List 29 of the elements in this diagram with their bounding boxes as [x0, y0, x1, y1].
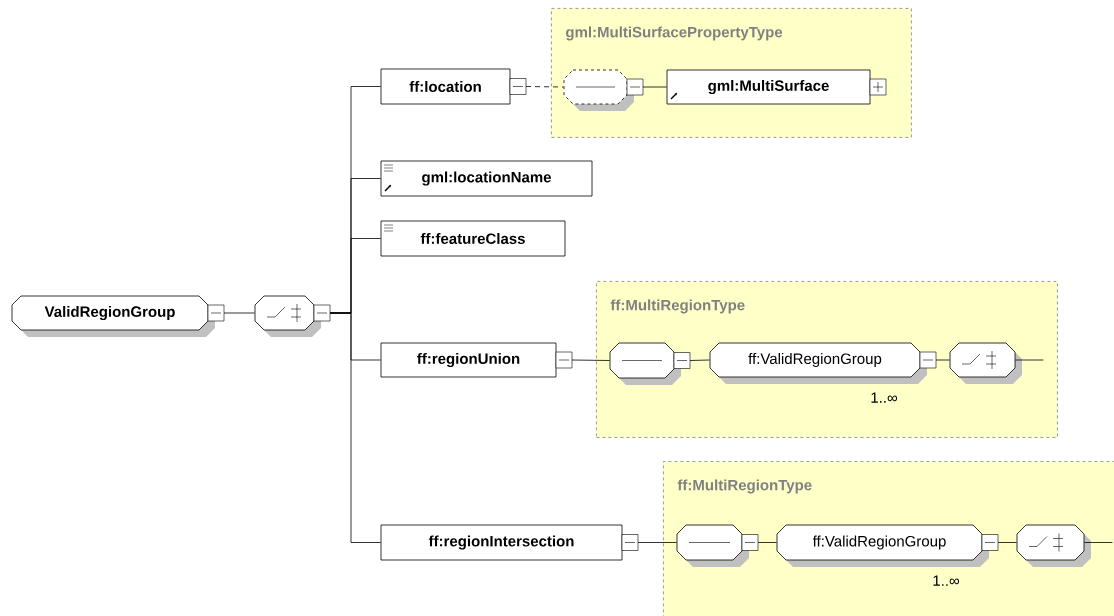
connector-line [525, 86, 564, 88]
connector-line [1084, 542, 1113, 543]
element-box: gml:locationName [380, 160, 593, 197]
choice-compositor [254, 295, 331, 337]
connector-line [1015, 359, 1044, 361]
element-box: ff:regionIntersection [380, 524, 639, 561]
choice-compositor [1016, 524, 1091, 567]
group-box: ValidRegionGroup [11, 295, 225, 337]
node-label: 1..∞ [871, 392, 898, 403]
element-box: ff:featureClass [380, 220, 566, 257]
choice-compositor [949, 342, 1022, 384]
node-label: 1..∞ [933, 575, 960, 586]
connector-line [329, 312, 381, 543]
connector-line [571, 359, 610, 361]
sequence-compositor [563, 69, 644, 111]
group-box: ff:ValidRegionGroup 1..∞ [776, 524, 999, 586]
connector-line [935, 359, 950, 361]
connector-line [757, 542, 777, 543]
connector-line [642, 86, 667, 88]
connector-line [997, 542, 1017, 543]
connector-line [223, 312, 255, 314]
sequence-compositor [676, 524, 759, 567]
element-box: ff:location [380, 68, 527, 105]
element-box: gml:MultiSurface [666, 69, 887, 105]
connector-line [637, 542, 677, 543]
group-box: ff:ValidRegionGroup 1..∞ [709, 342, 937, 403]
element-box: ff:regionUnion [380, 342, 573, 378]
connector-line [689, 359, 710, 361]
sequence-compositor [609, 342, 691, 385]
